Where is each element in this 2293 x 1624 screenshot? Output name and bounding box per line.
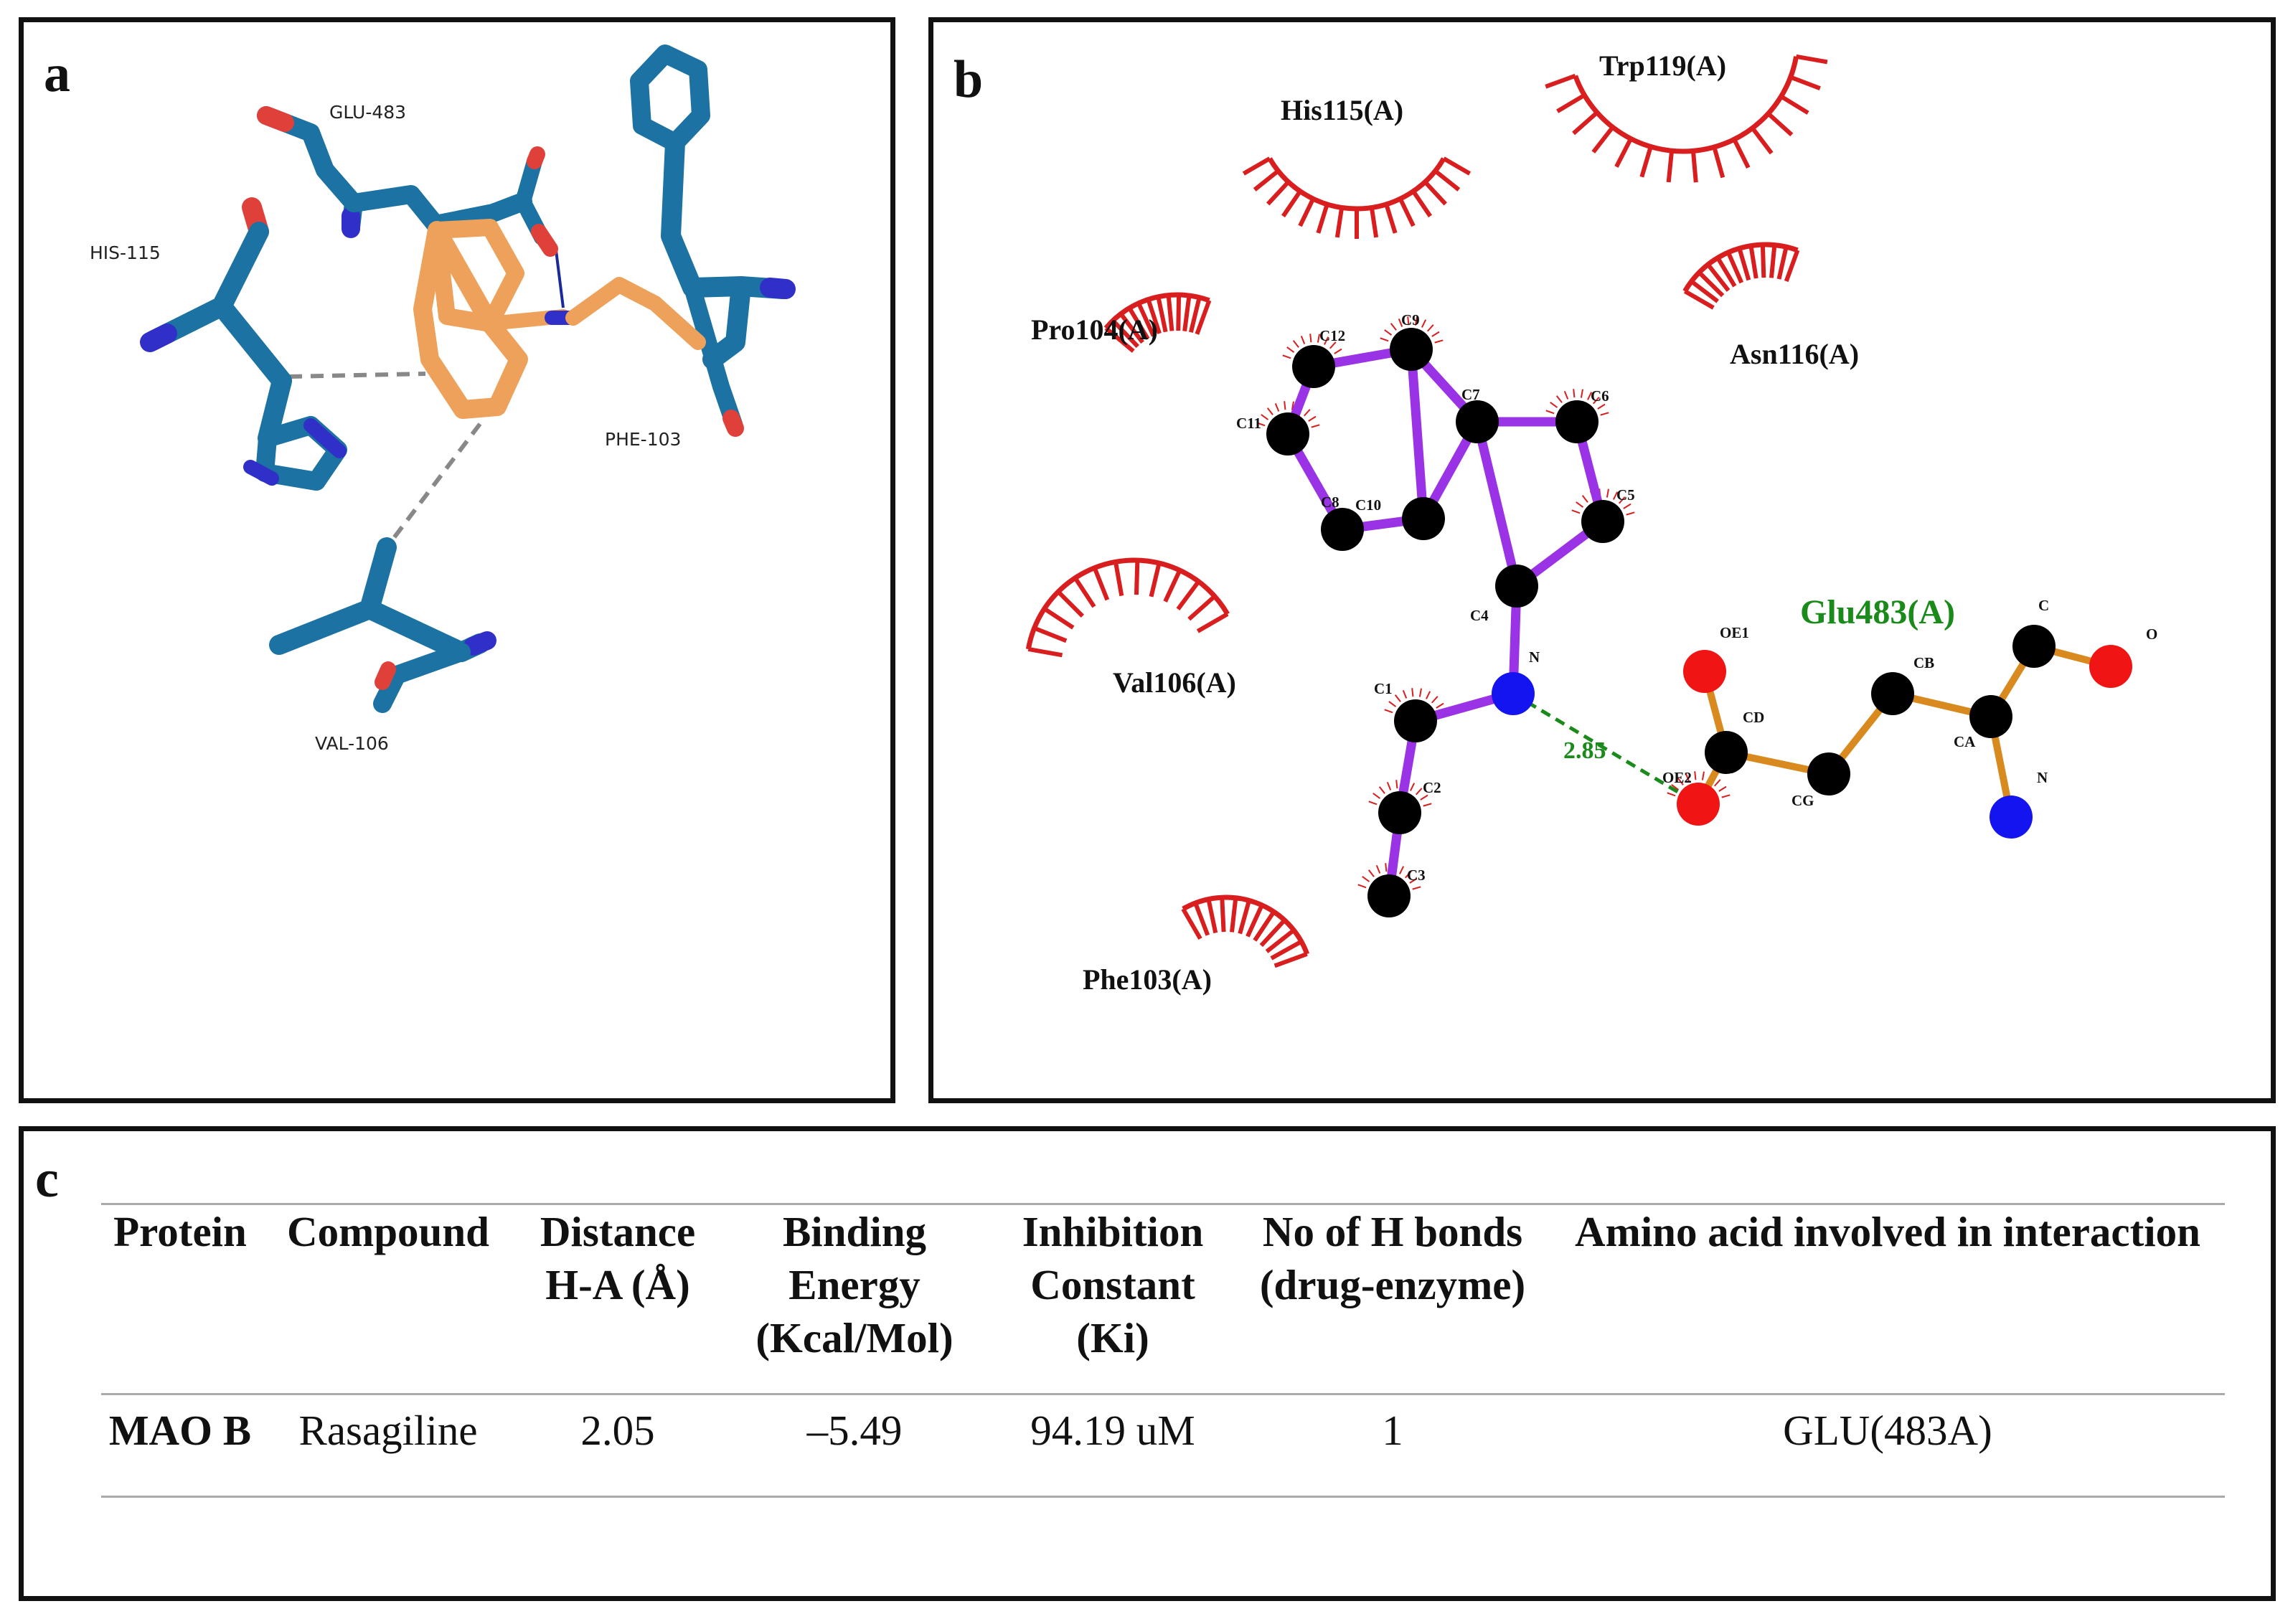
- pro104-contact-arc: [1103, 292, 1212, 353]
- trp119-contact-arc: [1545, 54, 1828, 183]
- glu-483-bonds: [1695, 643, 2114, 821]
- panel-b-label: b: [954, 50, 983, 109]
- cell-compound: Rasagiline: [259, 1394, 517, 1498]
- atom-label-c: C: [2038, 597, 2049, 614]
- atom-label-n: N: [1529, 648, 1540, 666]
- col-header-binding-energy: Binding Energy (Kcal/Mol): [718, 1203, 991, 1395]
- atom-label-oe1: OE1: [1720, 624, 1749, 641]
- panel-c-label: c: [35, 1150, 59, 1209]
- panel-b-diagram: b: [954, 49, 2157, 996]
- glu-483-atoms: [1677, 625, 2132, 839]
- atom-label-c8: C8: [1321, 494, 1339, 511]
- col-header-compound: Compound: [259, 1203, 517, 1395]
- glu-483-name: Glu483(A): [1800, 593, 1955, 631]
- table-header-row: Protein Compound Distance H-A (Å) Bindin…: [101, 1203, 2225, 1395]
- asn116-contact-arc: [1682, 242, 1800, 310]
- col-header-amino-acid: Amino acid involved in interaction: [1550, 1203, 2225, 1395]
- his-115-sticks: [140, 197, 347, 491]
- pi-interaction-lines: [288, 302, 686, 554]
- val-106-label: VAL-106: [315, 733, 389, 754]
- atom-label-c4: C4: [1470, 607, 1489, 624]
- docking-results-table: Protein Compound Distance H-A (Å) Bindin…: [101, 1203, 2225, 1498]
- asn116-name: Asn116(A): [1730, 338, 1859, 370]
- phe103-contact-arc: [1181, 894, 1310, 968]
- hbond-line: [555, 250, 565, 308]
- atom-label-c3: C3: [1407, 867, 1426, 884]
- his-115-label: HIS-115: [90, 242, 161, 263]
- phe103-name: Phe103(A): [1083, 963, 1212, 996]
- rasagiline-ligand-sticks: [413, 219, 706, 419]
- cell-h-bonds: 1: [1235, 1394, 1550, 1498]
- glu-483-sticks: [257, 106, 558, 257]
- cell-binding-energy: –5.49: [718, 1394, 991, 1498]
- hbond-dashed-line: [1512, 691, 1700, 806]
- ligand-bonds: [1283, 344, 1608, 901]
- col-header-distance: Distance H-A (Å): [517, 1203, 718, 1395]
- glu-483-label: GLU-483: [329, 102, 406, 123]
- panel-a: a GLU-483: [19, 17, 895, 1103]
- phe-103-label: PHE-103: [605, 429, 681, 450]
- atom-label-c2: C2: [1423, 779, 1441, 796]
- his115-contact-arc: [1242, 156, 1472, 239]
- atom-label-c7: C7: [1461, 386, 1480, 403]
- hydrophobic-contacts: [1025, 54, 1828, 968]
- atom-label-c10: C10: [1355, 496, 1381, 514]
- val-106-sticks: [269, 537, 496, 713]
- col-header-protein: Protein: [101, 1203, 259, 1395]
- atom-label-c9: C9: [1401, 311, 1420, 329]
- val106-contact-arc: [1025, 557, 1230, 658]
- atom-contact-marks: [1256, 316, 1731, 890]
- panel-b: b: [928, 17, 2276, 1103]
- atom-label-c6: C6: [1591, 387, 1609, 405]
- panel-a-label: a: [44, 44, 70, 103]
- atom-label-c11: C11: [1236, 415, 1261, 432]
- atom-label-cg: CG: [1791, 792, 1814, 809]
- atom-label-ca: CA: [1954, 733, 1976, 750]
- atom-label-oe2: OE2: [1662, 769, 1692, 786]
- atom-label-cb: CB: [1913, 654, 1934, 671]
- cell-amino-acid: GLU(483A): [1550, 1394, 2225, 1498]
- cell-protein: MAO B: [101, 1394, 259, 1498]
- cell-distance: 2.05: [517, 1394, 718, 1498]
- val106-name: Val106(A): [1113, 666, 1236, 699]
- panel-a-structure: a GLU-483: [44, 44, 796, 754]
- col-header-h-bonds: No of H bonds (drug-enzyme): [1235, 1203, 1550, 1395]
- atom-label-c1: C1: [1374, 680, 1393, 697]
- trp119-name: Trp119(A): [1599, 49, 1726, 82]
- phe-103-sticks: [630, 44, 796, 437]
- table-row: MAO B Rasagiline 2.05 –5.49 94.19 uM 1 G…: [101, 1394, 2225, 1498]
- atom-label-o: O: [2146, 625, 2157, 643]
- atom-label-c12: C12: [1319, 327, 1345, 344]
- pro104-name: Pro104(A): [1031, 313, 1158, 346]
- col-header-inhibition-constant: Inhibition Constant (Ki): [991, 1203, 1235, 1395]
- atom-label-n-glu: N: [2037, 769, 2048, 786]
- cell-inhibition-constant: 94.19 uM: [991, 1394, 1235, 1498]
- his115-name: His115(A): [1281, 94, 1403, 126]
- atom-label-cd: CD: [1743, 709, 1764, 726]
- hbond-distance: 2.85: [1563, 737, 1606, 764]
- ligand-nitrogen-atom: [1492, 672, 1535, 715]
- atom-label-c5: C5: [1616, 486, 1635, 504]
- ligand-carbon-atoms: [1266, 328, 1624, 917]
- panel-c: c Protein Compound Distance H-A (Å) Bind…: [19, 1126, 2276, 1601]
